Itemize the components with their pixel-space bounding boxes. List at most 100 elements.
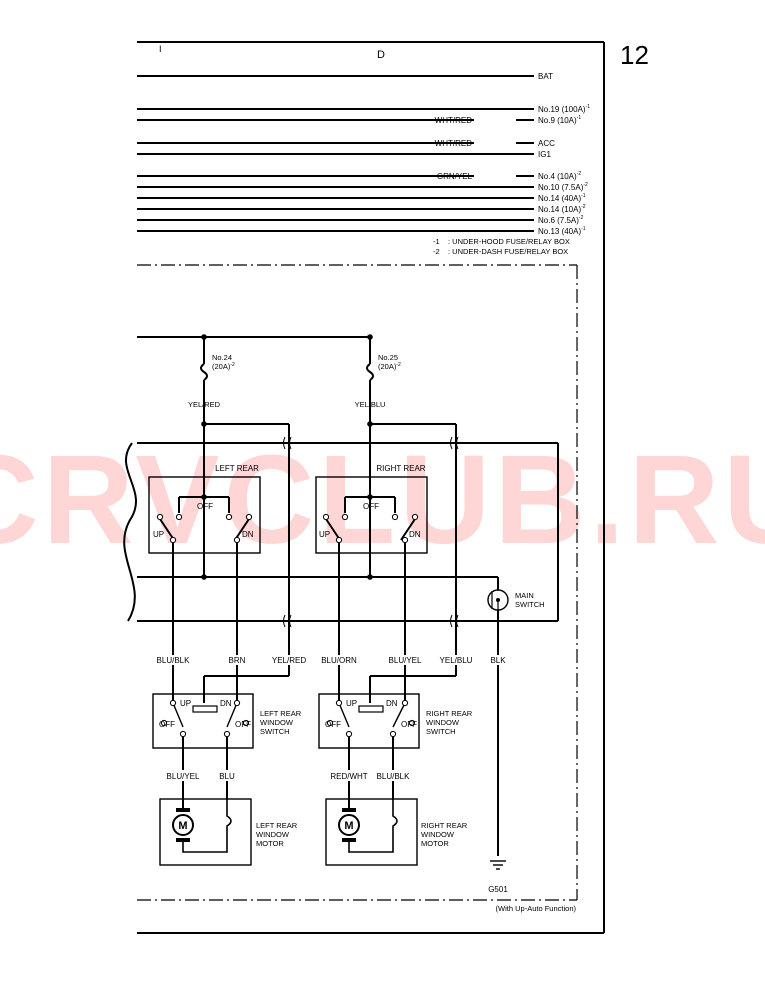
svg-text:SWITCH: SWITCH	[426, 727, 456, 736]
fuse-rating-left: (20A)	[212, 362, 231, 371]
svg-text:M: M	[344, 820, 353, 832]
svg-text:No.10 (7.5A)-2: No.10 (7.5A)-2	[538, 182, 588, 192]
watermark: CRVCLUB.RU	[0, 429, 765, 570]
bus-label: No.9 (10A)	[538, 116, 577, 125]
svg-text:(20A)-2: (20A)-2	[378, 362, 401, 371]
svg-text:-2: -2	[433, 247, 440, 256]
svg-text:MOTOR: MOTOR	[256, 839, 284, 848]
svg-text:BLU/ORN: BLU/ORN	[321, 656, 357, 665]
bus-label: ACC	[538, 139, 555, 148]
bus-labels: BAT No.19 (100A)-1 WHT/RED No.9 (10A)-1 …	[435, 72, 591, 236]
master-switch-right-rear: RIGHT REAR OFF UP DN	[315, 464, 428, 554]
bus-label: No.14 (10A)	[538, 205, 581, 214]
svg-text:No.19 (100A)-1: No.19 (100A)-1	[538, 104, 590, 114]
svg-text:No.9 (10A)-1: No.9 (10A)-1	[538, 115, 581, 125]
footnote: (With Up-Auto Function)	[496, 904, 577, 913]
left-rear-window-switch: UP DN OFF OFF LEFT REAR WINDOW SWITCH	[152, 693, 302, 749]
svg-text:DN: DN	[386, 699, 398, 708]
svg-text:DN: DN	[220, 699, 232, 708]
right-rear-window-switch: UP DN OFF OFF RIGHT REAR WINDOW SWITCH	[318, 693, 473, 749]
svg-text:BLU/YEL: BLU/YEL	[389, 656, 422, 665]
svg-text:No.14 (40A)-1: No.14 (40A)-1	[538, 193, 586, 203]
svg-text:UP: UP	[319, 530, 330, 539]
svg-text:LEFT REAR: LEFT REAR	[215, 464, 259, 473]
master-switch-left-rear: LEFT REAR OFF UP DN	[148, 464, 261, 554]
bus-wire: GRN/YEL	[437, 172, 473, 181]
wiring	[123, 336, 559, 856]
svg-text:OFF: OFF	[235, 720, 251, 729]
bus-label: No.14 (40A)	[538, 194, 581, 203]
svg-text:YEL/BLU: YEL/BLU	[440, 656, 473, 665]
main-switch: MAIN SWITCH	[487, 589, 545, 611]
svg-text:: UNDER-HOOD FUSE/RELAY BOX: : UNDER-HOOD FUSE/RELAY BOX	[448, 237, 570, 246]
bus-label: No.6 (7.5A)	[538, 216, 579, 225]
svg-text:WINDOW: WINDOW	[256, 830, 290, 839]
svg-text:DN: DN	[409, 530, 421, 539]
page-number: 12	[620, 40, 649, 70]
column-marker-left: I	[159, 44, 162, 54]
svg-text:LEFT REAR: LEFT REAR	[260, 709, 302, 718]
bus-label: IG1	[538, 150, 551, 159]
bus-wire: WHT/RED	[435, 139, 473, 148]
svg-text:No.14 (10A)-2: No.14 (10A)-2	[538, 204, 586, 214]
svg-text:M: M	[178, 820, 187, 832]
wire-label: YEL/BLU	[355, 400, 386, 409]
svg-text:UP: UP	[346, 699, 357, 708]
bus-wire: WHT/RED	[435, 116, 473, 125]
bus-label: No.10 (7.5A)	[538, 183, 584, 192]
svg-text:BLU/YEL: BLU/YEL	[167, 772, 200, 781]
column-marker: D	[377, 49, 385, 61]
svg-text:RIGHT REAR: RIGHT REAR	[376, 464, 425, 473]
wire-break-marks	[283, 436, 459, 628]
fuse-rating-right: (20A)	[378, 362, 397, 371]
svg-text:RIGHT REAR: RIGHT REAR	[426, 709, 473, 718]
svg-text:UP: UP	[180, 699, 191, 708]
svg-text:WINDOW: WINDOW	[260, 718, 294, 727]
svg-text:OFF: OFF	[363, 502, 379, 511]
svg-text:BLK: BLK	[490, 656, 506, 665]
svg-text:WINDOW: WINDOW	[421, 830, 455, 839]
svg-text:BLU/BLK: BLU/BLK	[377, 772, 411, 781]
svg-text:SWITCH: SWITCH	[515, 600, 545, 609]
ground-g501	[490, 860, 506, 870]
svg-text:No.4 (10A)-2: No.4 (10A)-2	[538, 171, 581, 181]
svg-text:YEL/RED: YEL/RED	[272, 656, 306, 665]
svg-text:BRN: BRN	[229, 656, 246, 665]
bus-lines	[137, 75, 534, 232]
bus-label: No.13 (40A)	[538, 227, 581, 236]
svg-text:-1: -1	[433, 237, 440, 246]
right-rear-window-motor: M RIGHT REAR WINDOW MOTOR	[325, 798, 468, 866]
svg-text:OFF: OFF	[197, 502, 213, 511]
left-rear-window-motor: M LEFT REAR WINDOW MOTOR	[159, 798, 298, 866]
svg-text:RED/WHT: RED/WHT	[330, 772, 367, 781]
svg-text:RIGHT REAR: RIGHT REAR	[421, 821, 468, 830]
svg-text:(20A)-2: (20A)-2	[212, 362, 235, 371]
svg-text:: UNDER-DASH FUSE/RELAY BOX: : UNDER-DASH FUSE/RELAY BOX	[448, 247, 568, 256]
ground-label: G501	[488, 885, 508, 894]
low-wire-labels: BLU/YEL BLU RED/WHT BLU/BLK	[167, 772, 411, 781]
svg-text:OFF: OFF	[401, 720, 417, 729]
svg-text:MOTOR: MOTOR	[421, 839, 449, 848]
svg-text:LEFT REAR: LEFT REAR	[256, 821, 298, 830]
module-boundary	[137, 264, 578, 901]
wire-label: YEL/RED	[188, 400, 221, 409]
fuse-label-right: No.25	[378, 353, 398, 362]
bus-label: No.4 (10A)	[538, 172, 577, 181]
svg-text:OFF: OFF	[159, 720, 175, 729]
svg-text:BLU/BLK: BLU/BLK	[157, 656, 191, 665]
bus-label: No.19 (100A)	[538, 105, 586, 114]
svg-text:DN: DN	[242, 530, 254, 539]
svg-text:OFF: OFF	[325, 720, 341, 729]
page-frame	[137, 41, 605, 934]
legend: -1 : UNDER-HOOD FUSE/RELAY BOX -2 : UNDE…	[433, 237, 570, 256]
svg-text:BLU: BLU	[219, 772, 235, 781]
splice-dots	[201, 334, 373, 580]
svg-text:UP: UP	[153, 530, 164, 539]
mid-wire-labels: BLU/BLK BRN YEL/RED BLU/ORN BLU/YEL YEL/…	[157, 656, 507, 665]
fuse-label-left: No.24	[212, 353, 232, 362]
svg-text:No.6 (7.5A)-2: No.6 (7.5A)-2	[538, 215, 584, 225]
svg-text:SWITCH: SWITCH	[260, 727, 290, 736]
svg-text:WINDOW: WINDOW	[426, 718, 460, 727]
svg-text:No.13 (40A)-1: No.13 (40A)-1	[538, 226, 586, 236]
